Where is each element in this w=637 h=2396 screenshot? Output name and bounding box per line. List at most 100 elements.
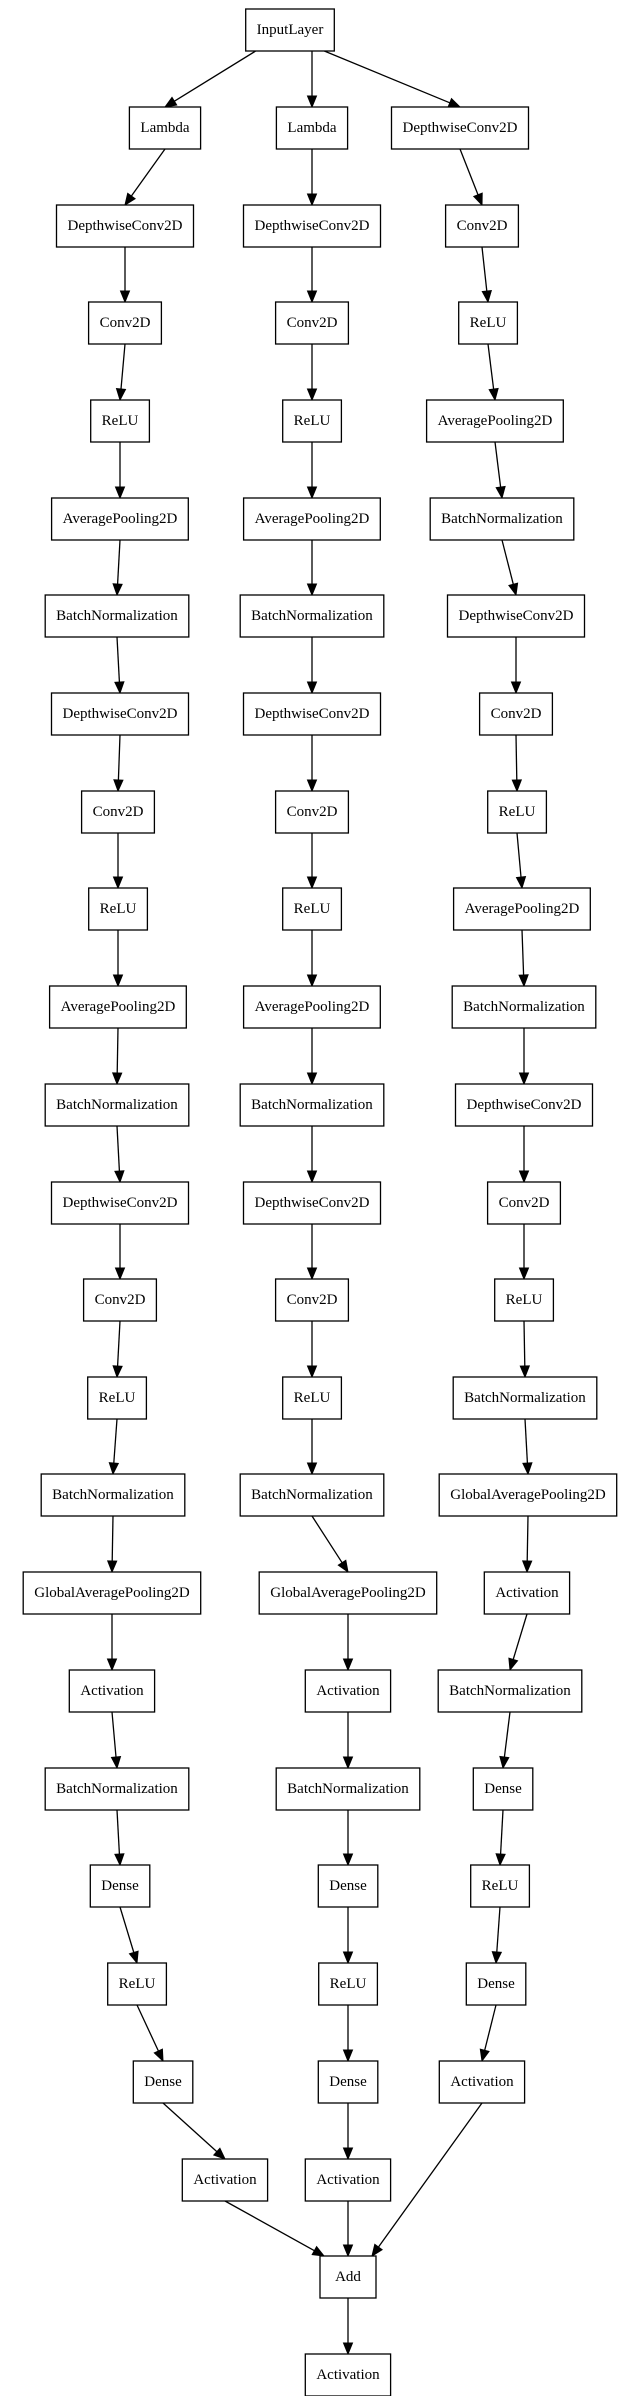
node-box [107, 1962, 168, 2006]
edge-arrow [108, 1418, 120, 1476]
edge-arrow [306, 1224, 318, 1281]
node-box [452, 887, 591, 931]
node-batch-normalization: BatchNormalization [451, 985, 597, 1029]
edge-arrow [114, 636, 125, 695]
node-box [487, 790, 548, 834]
node-depthwise-conv2-d: DepthwiseConv2D [50, 692, 190, 736]
node-label: DepthwiseConv2D [467, 1097, 582, 1113]
node-label: ReLU [294, 1390, 331, 1406]
edge-arrow [481, 246, 492, 304]
node-label: ReLU [506, 1292, 543, 1308]
edge-arrow [342, 1614, 354, 1672]
node-label: BatchNormalization [56, 1097, 178, 1113]
node-label: BatchNormalization [464, 1390, 586, 1406]
node-batch-normalization: BatchNormalization [44, 594, 190, 638]
node-batch-normalization: BatchNormalization [44, 1083, 190, 1127]
node-label: Dense [144, 2074, 182, 2090]
edge-arrow [111, 1027, 123, 1086]
edge-arrow [306, 51, 318, 109]
node-label: Conv2D [100, 315, 151, 331]
node-re-lu: ReLU [90, 399, 151, 443]
edge-arrow [306, 442, 318, 500]
node-label: Dense [329, 1878, 367, 1894]
node-box [239, 1083, 385, 1127]
node-box [304, 2158, 392, 2202]
edge-arrow [106, 1614, 118, 1672]
edge-arrow [519, 1320, 531, 1379]
edge-arrow [495, 1809, 506, 1867]
node-box [89, 1864, 151, 1908]
edge-arrow [371, 2102, 483, 2258]
node-re-lu: ReLU [282, 399, 343, 443]
edge-arrow [518, 1028, 530, 1086]
node-box [318, 1962, 379, 2006]
node-label: Activation [80, 1683, 144, 1699]
edge-arrow [511, 734, 523, 793]
node-label: AveragePooling2D [255, 511, 370, 527]
node-depthwise-conv2-d: DepthwiseConv2D [446, 594, 586, 638]
node-label: DepthwiseConv2D [63, 706, 178, 722]
node-conv2-d: Conv2D [274, 301, 350, 345]
node-label: GlobalAveragePooling2D [450, 1487, 606, 1503]
node-activation: Activation [304, 1669, 392, 1713]
node-re-lu: ReLU [282, 1376, 343, 1420]
node-label: BatchNormalization [56, 1781, 178, 1797]
edge-arrow [311, 1515, 349, 1574]
node-label: Conv2D [287, 1292, 338, 1308]
node-label: ReLU [294, 413, 331, 429]
node-box [181, 2158, 269, 2202]
node-label: Add [335, 2269, 361, 2285]
node-label: BatchNormalization [287, 1781, 409, 1797]
node-conv2-d: Conv2D [274, 1278, 350, 1322]
node-box [82, 1278, 158, 1322]
node-label: BatchNormalization [251, 1097, 373, 1113]
node-box [50, 497, 189, 541]
edge-arrow [518, 1126, 530, 1184]
edge-arrow [487, 343, 499, 402]
node-box [239, 1473, 385, 1517]
edge-arrow [106, 1515, 118, 1574]
node-depthwise-conv2-d: DepthwiseConv2D [454, 1083, 594, 1127]
node-label: Dense [101, 1878, 139, 1894]
node-activation: Activation [304, 2158, 392, 2202]
node-depthwise-conv2-d: DepthwiseConv2D [242, 204, 382, 248]
node-re-lu: ReLU [494, 1278, 555, 1322]
node-dense: Dense [472, 1767, 534, 1811]
node-box [304, 2353, 392, 2396]
edge-arrow [494, 441, 506, 500]
node-box [242, 1181, 382, 1225]
node-average-pooling2-d: AveragePooling2D [242, 985, 381, 1029]
node-box [486, 1181, 562, 1225]
node-box [451, 985, 597, 1029]
node-label: DepthwiseConv2D [63, 1195, 178, 1211]
edge-arrow [515, 832, 527, 890]
edge-arrow [306, 1028, 318, 1086]
node-box [494, 1278, 555, 1322]
node-label: BatchNormalization [441, 511, 563, 527]
node-box [429, 497, 575, 541]
node-activation: Activation [483, 1571, 571, 1615]
node-label: Dense [329, 2074, 367, 2090]
edge-arrow [163, 50, 257, 108]
edge-arrow [119, 1906, 139, 1965]
node-dense: Dense [465, 1962, 527, 2006]
node-box [242, 985, 381, 1029]
node-batch-normalization: BatchNormalization [437, 1669, 583, 1713]
edge-arrow [522, 1418, 533, 1476]
edge-arrow [112, 539, 123, 597]
node-conv2-d: Conv2D [486, 1181, 562, 1225]
edge-arrow [518, 929, 529, 988]
node-box [478, 692, 554, 736]
node-add: Add [319, 2255, 377, 2299]
node-conv2-d: Conv2D [444, 204, 520, 248]
edge-arrow [342, 1712, 354, 1770]
node-label: Lambda [287, 120, 336, 136]
node-box [274, 301, 350, 345]
node-box [90, 399, 151, 443]
node-box [68, 1669, 156, 1713]
node-box [275, 1767, 421, 1811]
node-conv2-d: Conv2D [87, 301, 163, 345]
edge-arrow [114, 1809, 125, 1867]
node-label: AveragePooling2D [61, 999, 176, 1015]
node-re-lu: ReLU [470, 1864, 531, 1908]
